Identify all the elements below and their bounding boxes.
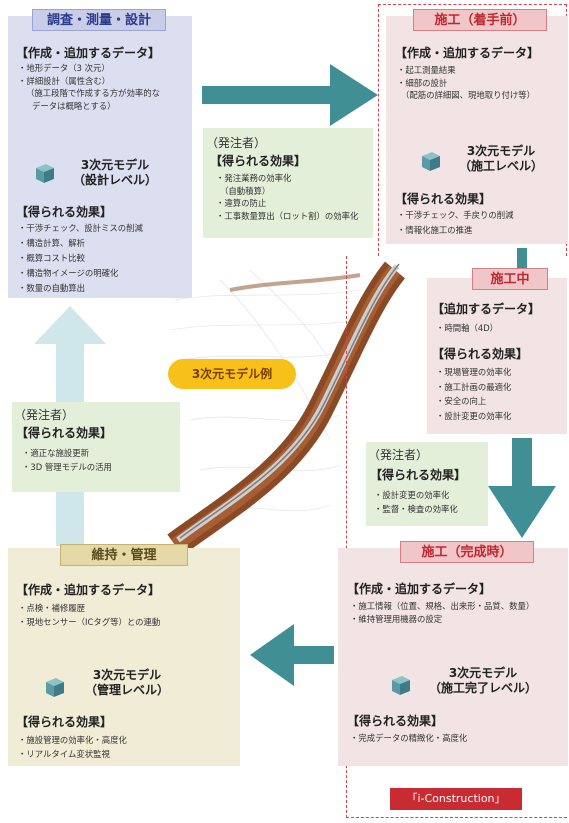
list-item: ・干渉チェック、設計ミスの削減: [18, 223, 143, 233]
list-item: ・施設管理の効率化・高度化: [18, 735, 127, 745]
during-effects-list: ・現場管理の効率化 ・施工計画の最適化 ・安全の向上 ・設計変更の効率化: [436, 365, 511, 423]
list-item: ・現地センサー（ICタグ等）との連動: [18, 617, 161, 627]
maint-model-label: 3次元モデル （管理レベル）: [84, 668, 169, 697]
orderer-label: （発注者）: [14, 408, 75, 422]
after-model-label: 3次元モデル （施工完了レベル）: [428, 666, 537, 695]
list-item: ・構造計算、解析: [18, 238, 85, 248]
orderer-box-3: [366, 442, 488, 526]
before-data-list: ・起工測量結果 ・細部の設計 （配筋の詳細図、現地取り付け等）: [397, 64, 535, 102]
list-item: ・時間軸（4D）: [436, 323, 499, 333]
during-title: 施工中: [472, 268, 548, 290]
orderer-label: （発注者）: [206, 136, 267, 150]
list-item: ・現場管理の効率化: [436, 367, 512, 377]
list-item: （施工段階で作成する方が効率的な: [26, 88, 160, 99]
cube-icon: [46, 678, 64, 697]
during-effects-heading: 【得られる効果】: [432, 347, 529, 361]
before-data-heading: 【作成・追加するデータ】: [395, 46, 540, 60]
list-item: ・地形データ（3 次元）: [18, 63, 110, 73]
3d-model-example-road: [167, 261, 406, 556]
list-item: ・監督・検査の効率化: [374, 504, 458, 514]
orderer-effects-heading: 【得られる効果】: [16, 426, 113, 440]
maint-panel: [8, 548, 240, 766]
design-data-list: ・地形データ（3 次元） ・詳細設計（属性含む） （施工段階で作成する方が効率的…: [18, 62, 160, 112]
list-item: ・施工計画の最適化: [436, 381, 512, 392]
list-item: ・詳細設計（属性含む）: [18, 75, 111, 86]
after-data-list: ・施工情報（位置、規格、出来形・品質、数量） ・維持管理用機器の設定: [350, 600, 534, 625]
after-title: 施工（完成時）: [400, 541, 534, 563]
orderer-label: （発注者）: [368, 448, 429, 462]
list-item: データは概略とする）: [32, 100, 116, 111]
design-data-heading: 【作成・追加するデータ】: [16, 46, 161, 60]
after-effects-heading: 【得られる効果】: [347, 714, 444, 728]
model-example-label: 3次元モデル例: [168, 359, 296, 389]
during-panel: [427, 278, 567, 434]
arrow-during-to-after: [488, 438, 556, 538]
arrow-design-to-before: [202, 64, 378, 126]
during-data-list: ・時間軸（4D）: [436, 322, 498, 335]
list-item: （配筋の詳細図、現地取り付け等）: [401, 90, 535, 101]
list-item: ・起工測量結果: [397, 65, 456, 75]
orderer-effects-heading: 【得られる効果】: [370, 468, 467, 482]
maint-data-heading: 【作成・追加するデータ】: [16, 583, 161, 597]
design-model-label: 3次元モデル （設計レベル）: [72, 158, 157, 187]
before-title: 施工（着手前）: [413, 9, 547, 31]
design-effects-list: ・干渉チェック、設計ミスの削減 ・構造計算、解析 ・概算コスト比較 ・構造物イメ…: [18, 221, 143, 296]
before-effects-list: ・干渉チェック、手戻りの削減 ・情報化施工の推進: [397, 208, 514, 238]
list-item: ・維持管理用機器の設定: [350, 613, 443, 624]
list-item: ・干渉チェック、手戻りの削減: [397, 210, 514, 220]
list-item: ・細部の設計: [397, 77, 448, 88]
cube-icon: [392, 676, 410, 695]
orderer-box-2: [12, 402, 180, 492]
maint-effects-list: ・施設管理の効率化・高度化 ・リアルタイム変状監視: [18, 733, 127, 761]
before-effects-heading: 【得られる効果】: [395, 192, 492, 206]
list-item: ・設計変更の効率化: [374, 490, 450, 500]
list-item: ・適正な施設更新: [22, 448, 89, 458]
maint-data-list: ・点検・補修履歴 ・現地センサー（ICタグ等）との連動: [18, 601, 160, 629]
list-item: ・リアルタイム変状監視: [18, 749, 110, 759]
orderer-box-1: [203, 128, 373, 238]
list-item: ・情報化施工の推進: [397, 225, 473, 235]
orderer-2-list: ・適正な施設更新 ・3D 管理モデルの活用: [22, 446, 112, 474]
list-item: ・施工情報（位置、規格、出来形・品質、数量）: [350, 601, 535, 611]
list-item: ・概算コスト比較: [18, 253, 85, 263]
arrow-after-to-maint: [250, 624, 334, 686]
list-item: ・発注業務の効率化: [216, 173, 292, 183]
arrow-before-to-during: [517, 248, 527, 278]
list-item: （自動積算）: [220, 185, 271, 196]
list-item: ・完成データの精緻化・高度化: [350, 733, 468, 743]
design-panel: [8, 16, 192, 298]
before-panel: [386, 16, 568, 244]
during-data-heading: 【追加するデータ】: [432, 302, 541, 316]
cube-icon: [422, 152, 440, 171]
i-construction-tag: 「i-Construction」: [390, 788, 522, 810]
maint-effects-heading: 【得られる効果】: [16, 715, 113, 729]
list-item: ・構造物イメージの明確化: [18, 268, 119, 278]
design-title: 調査・測量・設計: [32, 9, 166, 31]
list-item: ・点検・補修履歴: [18, 603, 85, 613]
list-item: ・数量の自動算出: [18, 283, 85, 293]
list-item: ・違算の防止: [216, 198, 267, 209]
orderer-3-list: ・設計変更の効率化 ・監督・検査の効率化: [374, 488, 458, 516]
design-effects-heading: 【得られる効果】: [16, 205, 113, 219]
list-item: ・設計変更の効率化: [436, 410, 512, 421]
maint-title: 維持・管理: [60, 544, 188, 566]
orderer-effects-heading: 【得られる効果】: [210, 154, 307, 168]
list-item: ・安全の向上: [436, 396, 487, 406]
after-effects-list: ・完成データの精緻化・高度化: [350, 732, 467, 745]
list-item: ・3D 管理モデルの活用: [22, 462, 112, 472]
after-data-heading: 【作成・追加するデータ】: [347, 582, 492, 596]
list-item: ・工事数量算出（ロット割）の効率化: [216, 210, 359, 221]
construction-boundary-lower: [346, 256, 567, 818]
cube-icon: [36, 164, 54, 183]
orderer-1-list: ・発注業務の効率化 （自動積算） ・違算の防止 ・工事数量算出（ロット割）の効率…: [216, 172, 358, 222]
after-panel: [338, 548, 568, 766]
before-model-label: 3次元モデル （施工レベル）: [458, 144, 543, 173]
